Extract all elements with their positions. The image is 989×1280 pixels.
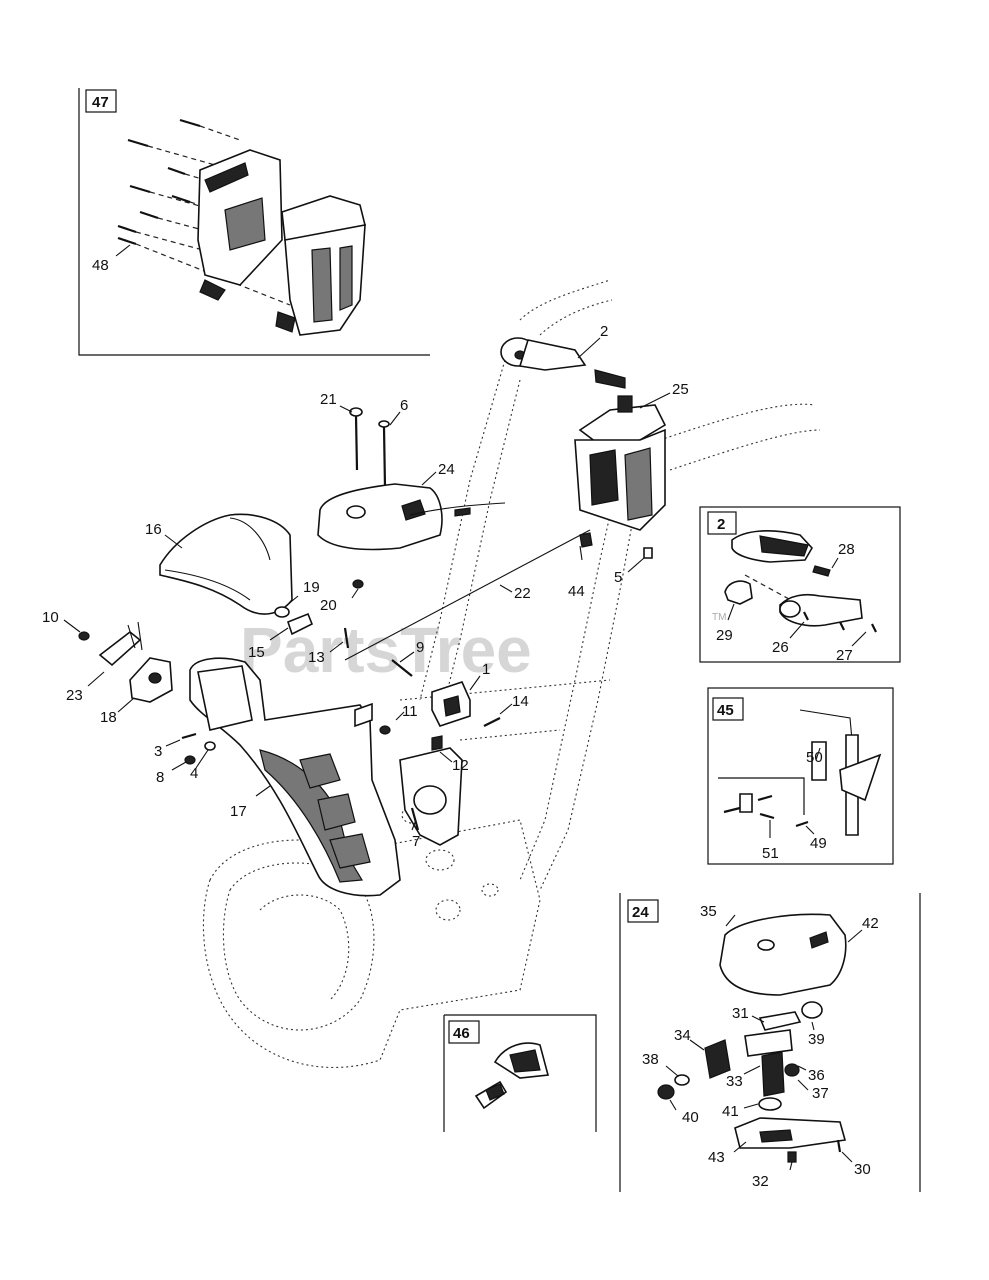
callout-39: 39 — [808, 1031, 825, 1048]
inset-47-label: 47 — [92, 94, 109, 111]
callout-32: 32 — [752, 1173, 769, 1190]
inset-2-tag — [707, 511, 737, 535]
callout-2: 2 — [600, 323, 608, 340]
callout-42: 42 — [862, 915, 879, 932]
part-25-control-housing: 25 — [574, 381, 689, 531]
inset-47-frame — [78, 88, 430, 356]
callout-23: 23 — [66, 687, 83, 704]
part-21-6-bolts: 21 6 — [320, 391, 408, 489]
callout-1: 1 — [482, 661, 490, 678]
callout-24: 24 — [438, 461, 455, 478]
part-22-cable: 22 — [344, 502, 591, 661]
callout-14: 14 — [512, 693, 529, 710]
callout-29: 29 — [716, 627, 733, 644]
callout-12: 12 — [452, 757, 469, 774]
inset-2: 2 28 29 26 27 — [699, 506, 901, 664]
callout-20: 20 — [320, 597, 337, 614]
callout-28: 28 — [838, 541, 855, 558]
inset-46-label: 46 — [453, 1025, 470, 1042]
part-24-cover: 24 — [317, 461, 455, 551]
callout-48: 48 — [92, 257, 109, 274]
callout-27: 27 — [836, 647, 853, 664]
callout-6: 6 — [400, 397, 408, 414]
inset-24-label: 24 — [632, 904, 649, 921]
callout-31: 31 — [732, 1005, 749, 1022]
part-16-deflector: 16 — [145, 513, 293, 615]
callout-33: 33 — [726, 1073, 743, 1090]
callout-7: 7 — [412, 833, 420, 850]
callout-35: 35 — [700, 903, 717, 920]
part-13-9-pins: 13 9 — [308, 627, 424, 677]
trademark-mark: TM — [712, 612, 726, 623]
callout-11: 11 — [402, 703, 418, 720]
part-19-15-20: 19 15 20 — [248, 579, 364, 661]
callout-51: 51 — [762, 845, 779, 862]
callout-44: 44 — [568, 583, 585, 600]
callout-5: 5 — [614, 569, 622, 586]
callout-13: 13 — [308, 649, 325, 666]
callout-4: 4 — [190, 765, 198, 782]
callout-38: 38 — [642, 1051, 659, 1068]
inset-47-tag — [85, 89, 117, 113]
inset-45-frame — [707, 687, 894, 865]
inset-46-frame — [444, 1014, 597, 1132]
callout-8: 8 — [156, 769, 164, 786]
inset-2-label: 2 — [717, 516, 725, 533]
part-11-12-7: 11 12 7 — [379, 703, 469, 850]
inset-47: 47 48 — [78, 88, 430, 356]
callout-16: 16 — [145, 521, 162, 538]
callout-17: 17 — [230, 803, 247, 820]
part-44-5-fasteners: 44 5 — [568, 532, 653, 600]
inset-46: 46 — [443, 1014, 597, 1132]
callout-40: 40 — [682, 1109, 699, 1126]
part-2-lever: 2 — [500, 323, 626, 389]
inset-24: 24 35 42 31 39 34 33 36 37 38 — [619, 893, 921, 1192]
inset-45: 45 50 51 49 — [707, 687, 894, 865]
callout-26: 26 — [772, 639, 789, 656]
callout-36: 36 — [808, 1067, 825, 1084]
callout-30: 30 — [854, 1161, 871, 1178]
callout-18: 18 — [100, 709, 117, 726]
inset-45-label: 45 — [717, 702, 734, 719]
inset-24-tag — [627, 899, 659, 923]
part-17-chute: 17 — [189, 657, 401, 897]
callout-50: 50 — [806, 749, 823, 766]
part-3-8-4: 3 8 4 — [154, 732, 216, 786]
handle-frame-outline — [202, 279, 821, 1069]
part-10-23-18: 10 23 18 — [42, 609, 173, 726]
callout-34: 34 — [674, 1027, 691, 1044]
inset-2-frame — [699, 506, 901, 663]
callout-41: 41 — [722, 1103, 739, 1120]
callout-43: 43 — [708, 1149, 725, 1166]
callout-25: 25 — [672, 381, 689, 398]
callout-10: 10 — [42, 609, 59, 626]
part-1-14-bracket: 1 14 — [431, 661, 529, 727]
inset-46-tag — [448, 1020, 480, 1044]
callout-9: 9 — [416, 639, 424, 656]
callout-37: 37 — [812, 1085, 829, 1102]
callout-3: 3 — [154, 743, 162, 760]
callout-22: 22 — [514, 585, 531, 602]
inset-45-tag — [712, 697, 744, 721]
callout-15: 15 — [248, 644, 265, 661]
callout-21: 21 — [320, 391, 337, 408]
callout-49: 49 — [810, 835, 827, 852]
callout-19: 19 — [303, 579, 320, 596]
